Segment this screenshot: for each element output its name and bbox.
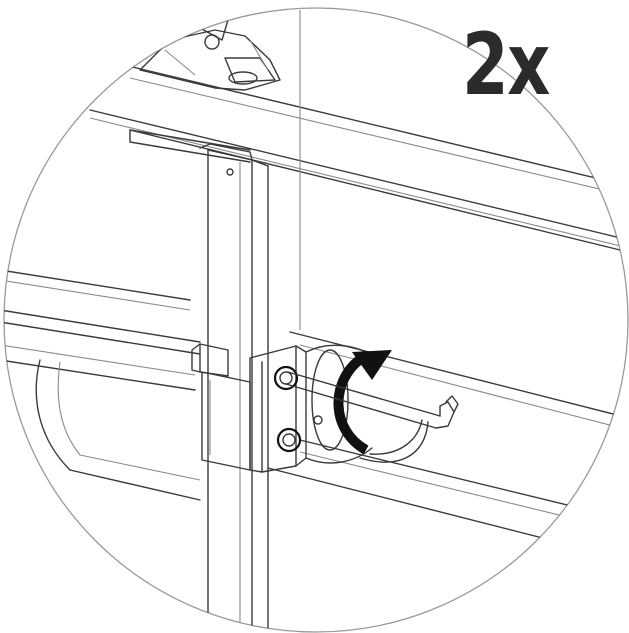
left-rails xyxy=(4,309,201,501)
upper-beam xyxy=(89,63,628,251)
corner-bracket xyxy=(139,14,281,91)
rotation-arrow-icon xyxy=(333,350,429,463)
hex-key xyxy=(285,371,459,429)
detail-circle xyxy=(3,7,629,633)
vertical-post xyxy=(199,143,269,632)
middle-beam xyxy=(4,129,251,311)
quantity-label: 2x xyxy=(462,15,550,115)
